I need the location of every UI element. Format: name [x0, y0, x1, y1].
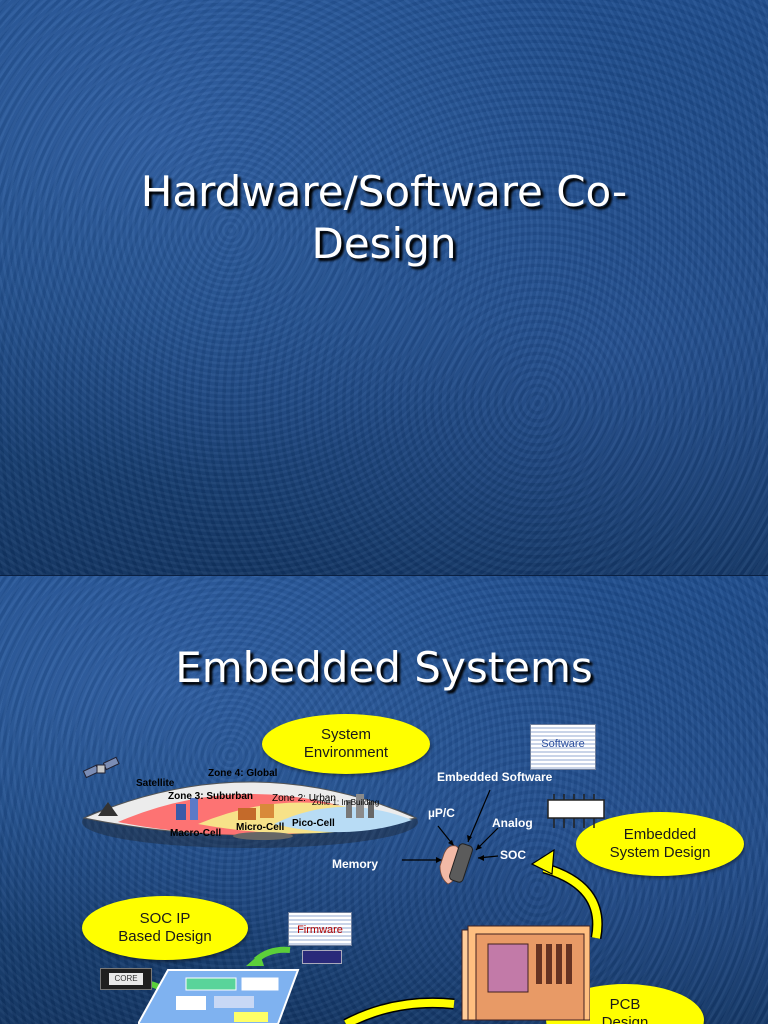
- soc-ip-bubble: SOC IP Based Design: [82, 896, 248, 960]
- bubble-line: Environment: [303, 744, 389, 761]
- zone4-label: Zone 4: Global: [208, 768, 278, 779]
- bubble-line: Design: [601, 1014, 649, 1024]
- green-arrow-icon: [246, 946, 291, 966]
- bubble-line: Based Design: [118, 928, 212, 945]
- bubble-line: PCB: [609, 996, 641, 1013]
- system-environment-bubble: System Environment: [262, 714, 430, 774]
- curved-arrow-icon: [343, 997, 455, 1024]
- macro-cell-label: Macro-Cell: [170, 828, 222, 839]
- soc-layout-icon: [138, 969, 300, 1024]
- title-slide: Hardware/Software Co-Design: [0, 0, 768, 576]
- analog-chip-icon: [547, 794, 605, 828]
- firmware-chip-icon: [302, 950, 342, 964]
- pcb-board-icon: [461, 925, 590, 1021]
- zone2-label: Zone 2: Urban: [272, 793, 336, 804]
- satellite-label: Satellite: [136, 778, 175, 789]
- core-chip-label: CORE: [109, 973, 143, 985]
- up-c-label: µP/C: [428, 806, 455, 820]
- bubble-line: System Design: [609, 844, 711, 861]
- analog-label: Analog: [492, 816, 533, 830]
- zone3-label: Zone 3: Suburban: [168, 791, 253, 802]
- embedded-software-label: Embedded Software: [437, 770, 553, 784]
- core-chip-icon: CORE: [100, 968, 152, 990]
- embedded-system-design-bubble: Embedded System Design: [576, 812, 744, 876]
- slide-title: Hardware/Software Co-Design: [140, 167, 628, 268]
- curved-arrow-icon: [530, 848, 603, 940]
- soc-label: SOC: [500, 848, 527, 862]
- cellphone-icon: [402, 789, 499, 885]
- memory-label: Memory: [332, 857, 379, 871]
- pico-cell-label: Pico-Cell: [292, 818, 335, 829]
- bubble-line: SOC IP: [139, 910, 191, 927]
- bubble-line: Embedded: [623, 826, 697, 843]
- satellite-icon: [82, 756, 120, 779]
- bubble-line: System: [320, 726, 371, 743]
- micro-cell-label: Micro-Cell: [236, 822, 285, 833]
- zone1-label: Zone 1: In-Building: [312, 798, 380, 807]
- software-doc-icon: Software: [530, 724, 596, 770]
- firmware-doc-icon: Firmware: [288, 912, 352, 946]
- slide-title: Embedded Systems: [175, 643, 593, 692]
- wireless-zones-diagram: [82, 781, 418, 848]
